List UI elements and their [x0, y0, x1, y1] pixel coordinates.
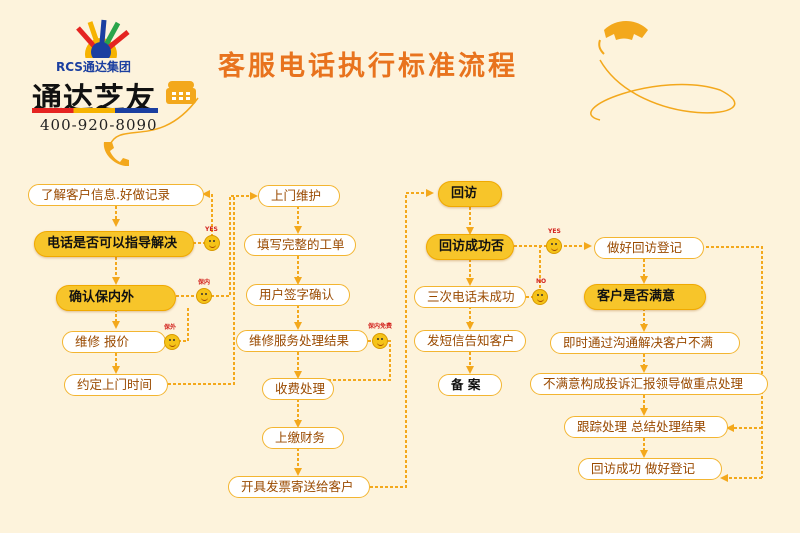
brand-top-text: RCS通达集团 — [56, 60, 131, 74]
hotline-number: 400-920-8090 — [40, 116, 158, 134]
step-record-customer-info: 了解客户信息.好做记录 — [28, 184, 204, 206]
smiley-icon — [372, 333, 388, 349]
step-service-result: 维修服务处理结果 — [236, 330, 368, 352]
tag-free-in-warranty: 保内免费 — [368, 323, 393, 330]
step-callback: 回访 — [438, 181, 502, 207]
smiley-icon — [532, 289, 548, 305]
smiley-icon — [204, 235, 220, 251]
tag-in-warranty: 保内 — [198, 279, 211, 286]
step-phone-guidance-decision: 电话是否可以指导解决 — [34, 231, 194, 257]
smiley-icon — [546, 238, 562, 254]
step-onsite-maintenance: 上门维护 — [258, 185, 340, 207]
step-sms-notify: 发短信告知客户 — [414, 330, 526, 352]
tag-yes: YES — [548, 228, 561, 235]
step-user-signature: 用户签字确认 — [246, 284, 350, 306]
step-submit-finance: 上缴财务 — [262, 427, 344, 449]
brand-logo-sun — [70, 18, 132, 70]
tag-out-of-warranty: 保外 — [164, 324, 177, 331]
page-title: 客服电话执行标准流程 — [218, 51, 518, 82]
step-satisfaction-decision: 客户是否满意 — [584, 284, 706, 310]
step-charge: 收费处理 — [262, 378, 334, 400]
step-schedule-visit: 约定上门时间 — [64, 374, 168, 396]
step-three-calls-failed: 三次电话未成功 — [414, 286, 526, 308]
phone-cord — [590, 59, 736, 121]
tag-yes: YES — [205, 226, 218, 233]
step-callback-success-decision: 回访成功否 — [426, 234, 514, 260]
step-archive: 备 案 — [438, 374, 502, 396]
handset-icon — [100, 138, 130, 172]
step-track-summarize: 跟踪处理 总结处理结果 — [564, 416, 728, 438]
step-send-invoice: 开具发票寄送给客户 — [228, 476, 370, 498]
smiley-icon — [164, 334, 180, 350]
tag-no: NO — [536, 278, 547, 285]
desk-phone-icon — [164, 78, 198, 110]
step-callback-success-register: 回访成功 做好登记 — [578, 458, 722, 480]
step-callback-register: 做好回访登记 — [594, 237, 704, 259]
step-confirm-warranty: 确认保内外 — [56, 285, 176, 311]
brand-underline — [32, 108, 158, 113]
smiley-icon — [196, 288, 212, 304]
step-fill-work-order: 填写完整的工单 — [244, 234, 356, 256]
step-repair-quote: 维修 报价 — [62, 331, 166, 353]
handset-icon-large — [596, 20, 652, 70]
step-resolve-dissatisfaction: 即时通过沟通解决客户不满 — [550, 332, 740, 354]
step-complaint-escalation: 不满意构成投诉汇报领导做重点处理 — [530, 373, 768, 395]
